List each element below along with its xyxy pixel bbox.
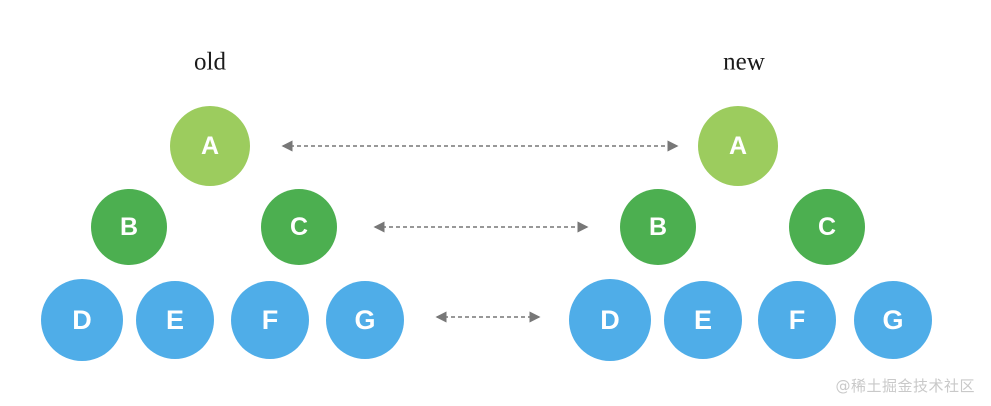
watermark-text: @稀土掘金技术社区 xyxy=(835,377,975,395)
node-new-g: G xyxy=(854,281,932,359)
node-new-d: D xyxy=(569,279,651,361)
tree-label-new: new xyxy=(723,48,765,76)
node-old-g: G xyxy=(326,281,404,359)
node-old-e: E xyxy=(136,281,214,359)
node-new-c: C xyxy=(789,189,865,265)
node-old-b: B xyxy=(91,189,167,265)
node-old-d: D xyxy=(41,279,123,361)
node-new-f: F xyxy=(758,281,836,359)
node-old-a: A xyxy=(170,106,250,186)
tree-label-old: old xyxy=(194,48,226,76)
node-new-b: B xyxy=(620,189,696,265)
node-old-c: C xyxy=(261,189,337,265)
node-old-f: F xyxy=(231,281,309,359)
node-new-a: A xyxy=(698,106,778,186)
node-new-e: E xyxy=(664,281,742,359)
